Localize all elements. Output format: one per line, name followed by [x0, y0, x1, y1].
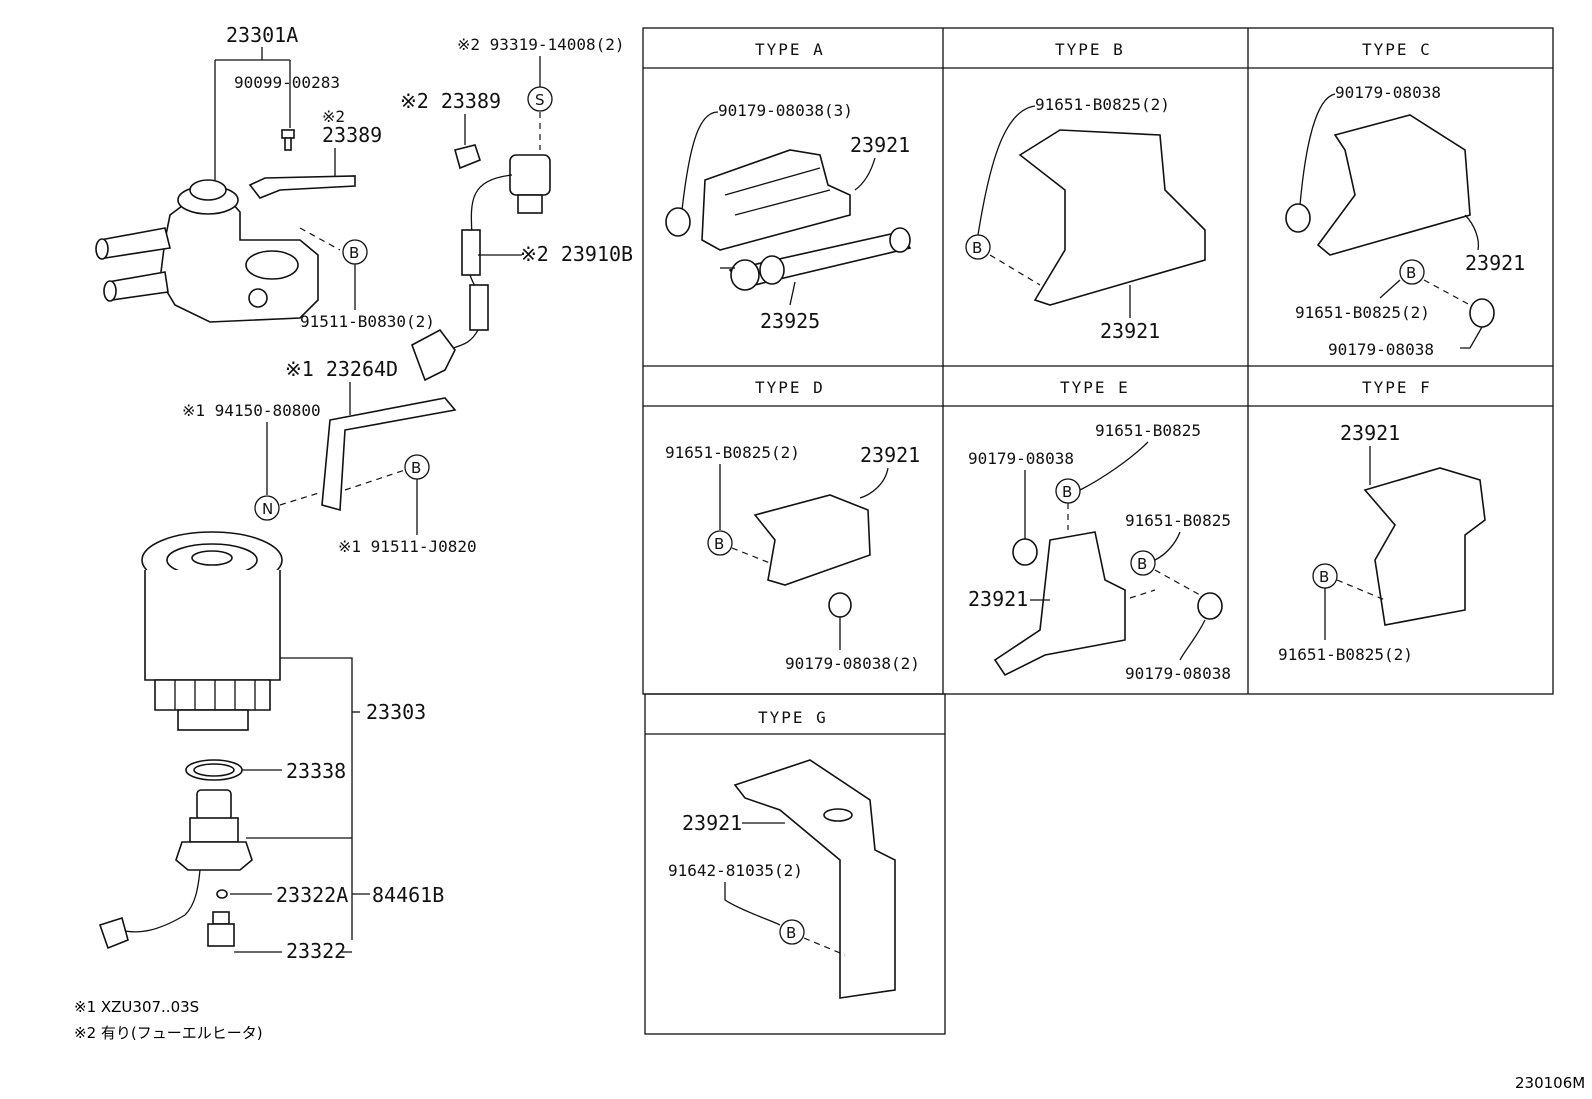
label-23303: 23303: [366, 700, 426, 724]
label-84461B: 84461B: [372, 883, 444, 907]
type-c-marker-b-letter: B: [1406, 264, 1416, 282]
label-93319-14008: ※2 93319-14008(2): [457, 35, 625, 54]
type-e-marker-b2: [1130, 550, 1156, 576]
type-b-bracket: [1018, 129, 1206, 306]
label-23338: 23338: [286, 759, 346, 783]
clip-23389: [454, 144, 481, 170]
type-e-label-4: 23921: [968, 587, 1028, 611]
label-23322: 23322: [286, 939, 346, 963]
type-a-label-2: 23921: [850, 133, 910, 157]
type-e-label-3: 91651-B0825: [1125, 511, 1231, 530]
o-ring-23322A: [216, 889, 228, 899]
type-g-marker-b-letter: B: [786, 924, 796, 942]
type-b-marker-b-letter: B: [972, 239, 982, 257]
type-g-title: TYPE G: [758, 708, 828, 727]
label-23389-b: ※2 23389: [400, 89, 501, 113]
type-e-marker-b1-letter: B: [1062, 483, 1072, 501]
type-c-label-4: 90179-08038: [1328, 340, 1434, 359]
type-e-label-1: 90179-08038: [968, 449, 1074, 468]
type-g-label-2: 91642-81035(2): [668, 861, 803, 880]
type-f-bracket: [1363, 467, 1486, 626]
label-94150-80800: ※1 94150-80800: [182, 401, 321, 420]
fuel-filter-23303: [141, 531, 283, 731]
marker-n-letter: N: [262, 500, 273, 518]
type-e-label-5: 90179-08038: [1125, 664, 1231, 683]
type-c-label-2: 23921: [1465, 251, 1525, 275]
type-b-marker-b: [965, 234, 991, 260]
type-f-label-2: 91651-B0825(2): [1278, 645, 1413, 664]
type-e-marker-b2-letter: B: [1137, 555, 1147, 573]
type-c-marker-b: [1399, 259, 1425, 285]
label-91511-J0820: ※1 91511-J0820: [338, 537, 477, 556]
footnote-2: ※2 有り(フューエルヒータ): [74, 1024, 263, 1042]
marker-s-letter: S: [535, 91, 545, 109]
type-f-marker-b-letter: B: [1319, 568, 1329, 586]
type-d-label-1: 91651-B0825(2): [665, 443, 800, 462]
sensor-23322: [207, 911, 235, 947]
type-g-label-1: 23921: [682, 811, 742, 835]
footnote-1: ※1 XZU307..03S: [74, 998, 199, 1016]
type-a-label-3: 23925: [760, 309, 820, 333]
marker-b-bracket-letter: B: [411, 459, 421, 477]
type-d-marker-b: [707, 530, 733, 556]
marker-s: [527, 86, 553, 112]
bolt-90099: [281, 129, 295, 151]
type-d-label-3: 90179-08038(2): [785, 654, 920, 673]
type-c-label-3: 91651-B0825(2): [1295, 303, 1430, 322]
type-g-marker-b: [779, 919, 805, 945]
type-e-bracket: [993, 531, 1126, 677]
plate-23389: [248, 175, 356, 199]
marker-b-head-letter: B: [349, 244, 359, 262]
diagram-id: 230106M: [1515, 1074, 1585, 1092]
type-c-label-1: 90179-08038: [1335, 83, 1441, 102]
type-e-title: TYPE E: [1060, 378, 1130, 397]
type-d-title: TYPE D: [755, 378, 825, 397]
label-91511-B0830: 91511-B0830(2): [300, 312, 435, 331]
marker-n: [254, 495, 280, 521]
type-b-label-2: 23921: [1100, 319, 1160, 343]
type-e-label-2: 91651-B0825: [1095, 421, 1201, 440]
drain-plug-sensor: [98, 789, 253, 950]
label-23389-a: 23389: [322, 123, 382, 147]
type-b-title: TYPE B: [1055, 40, 1125, 59]
type-g-bracket: [733, 759, 896, 999]
label-90099-00283: 90099-00283: [234, 73, 340, 92]
type-grid: [642, 27, 1554, 1035]
label-23322A: 23322A: [276, 883, 348, 907]
type-a-bracket: [701, 149, 851, 251]
heater-sensor-23910B: [411, 154, 551, 382]
type-c-bracket: [1316, 114, 1471, 256]
type-f-label-1: 23921: [1340, 421, 1400, 445]
type-a-label-1: 90179-08038(3): [718, 101, 853, 120]
type-c-title: TYPE C: [1362, 40, 1432, 59]
bracket-23264D: [321, 397, 457, 512]
type-a-title: TYPE A: [755, 40, 825, 59]
type-d-bracket: [753, 494, 871, 586]
label-23264D: ※1 23264D: [285, 357, 398, 381]
note-mark-2a: ※2: [322, 107, 345, 126]
label-23301A: 23301A: [226, 23, 298, 47]
type-d-label-2: 23921: [860, 443, 920, 467]
label-23910B: ※2 23910B: [520, 242, 633, 266]
type-b-label-1: 91651-B0825(2): [1035, 95, 1170, 114]
type-f-title: TYPE F: [1362, 378, 1432, 397]
type-d-marker-b-letter: B: [714, 535, 724, 553]
filter-head-housing: [95, 179, 319, 323]
